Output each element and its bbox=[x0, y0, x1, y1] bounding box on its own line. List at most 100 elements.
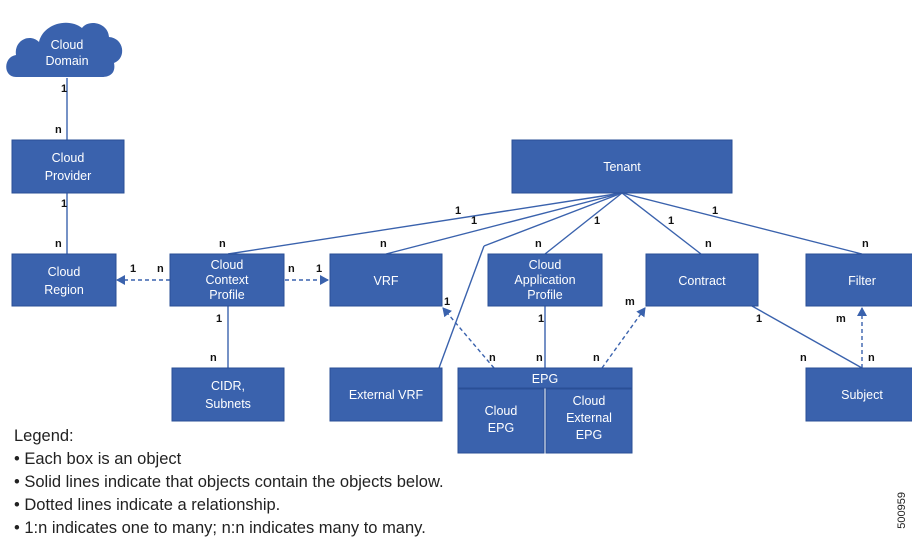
subject-node[interactable]: Subject bbox=[805, 367, 912, 422]
line-tenant-vrf bbox=[385, 192, 623, 255]
legend-item-2: • Solid lines indicate that objects cont… bbox=[14, 473, 444, 491]
svg-text:Profile: Profile bbox=[527, 288, 562, 302]
svg-text:Domain: Domain bbox=[45, 54, 88, 68]
contract-label: Contract bbox=[678, 274, 726, 288]
svg-text:Profile: Profile bbox=[209, 288, 244, 302]
cloud-external-epg-line-3: EPG bbox=[576, 428, 602, 442]
line-tenant-filter bbox=[621, 192, 863, 255]
card-context-1-bottom: 1 bbox=[216, 313, 222, 325]
cloud-application-profile-node[interactable]: Cloud Application Profile bbox=[487, 253, 603, 307]
card-provider-1: 1 bbox=[61, 198, 67, 210]
svg-text:Cloud: Cloud bbox=[52, 151, 85, 165]
legend-item-4: • 1:n indicates one to many; n:n indicat… bbox=[14, 519, 426, 537]
card-context-n-top: n bbox=[219, 238, 226, 250]
dashed-epg-contract bbox=[601, 307, 646, 369]
card-vrf-1-bottom: 1 bbox=[444, 296, 450, 308]
svg-text:Subnets: Subnets bbox=[205, 397, 251, 411]
app-profile-line-3: Profile bbox=[527, 288, 562, 302]
card-tenant-1-a: 1 bbox=[455, 205, 461, 217]
cloud-domain-line-2: Domain bbox=[45, 54, 88, 68]
card-contract-m: m bbox=[625, 296, 635, 308]
cloud-external-epg-line-2: External bbox=[566, 411, 612, 425]
svg-text:External: External bbox=[566, 411, 612, 425]
app-profile-line-1: Cloud bbox=[529, 258, 562, 272]
epg-node[interactable]: EPG Cloud EPG Cloud External EPG bbox=[457, 367, 633, 454]
svg-text:VRF: VRF bbox=[374, 274, 399, 288]
cloud-external-epg-line-1: Cloud bbox=[573, 394, 606, 408]
card-region-1: 1 bbox=[130, 263, 136, 275]
card-subject-n-contract: n bbox=[800, 352, 807, 364]
tenant-label: Tenant bbox=[603, 160, 641, 174]
cloud-provider-line-1: Cloud bbox=[52, 151, 85, 165]
app-profile-line-2: Application bbox=[514, 273, 575, 287]
card-domain-1: 1 bbox=[61, 83, 67, 95]
svg-text:Tenant: Tenant bbox=[603, 160, 641, 174]
cidr-line-1: CIDR, bbox=[211, 379, 245, 393]
card-contract-1-bottom: 1 bbox=[756, 313, 762, 325]
cloud-region-line-2: Region bbox=[44, 283, 84, 297]
svg-text:EPG: EPG bbox=[576, 428, 602, 442]
legend-item-3: • Dotted lines indicate a relationship. bbox=[14, 496, 281, 514]
epg-label: EPG bbox=[532, 372, 558, 386]
svg-text:Cloud: Cloud bbox=[211, 258, 244, 272]
cloud-provider-line-2: Provider bbox=[45, 169, 92, 183]
svg-text:CIDR,: CIDR, bbox=[211, 379, 245, 393]
svg-text:Region: Region bbox=[44, 283, 84, 297]
line-tenant-contract bbox=[621, 192, 702, 255]
contract-node[interactable]: Contract bbox=[645, 253, 759, 307]
tenant-node[interactable]: Tenant bbox=[511, 139, 733, 194]
figure-id: 500959 bbox=[896, 492, 908, 529]
card-tenant-1-c: 1 bbox=[594, 215, 600, 227]
cloud-domain-node[interactable]: Cloud Domain bbox=[6, 22, 123, 77]
svg-text:Context: Context bbox=[205, 273, 249, 287]
card-context-n-right: n bbox=[288, 263, 295, 275]
card-filter-m: m bbox=[836, 313, 846, 325]
cidr-line-2: Subnets bbox=[205, 397, 251, 411]
card-epg-n-vrf: n bbox=[489, 352, 496, 364]
svg-text:Cloud: Cloud bbox=[529, 258, 562, 272]
cloud-provider-node[interactable]: Cloud Provider bbox=[11, 139, 125, 194]
svg-text:Cloud: Cloud bbox=[573, 394, 606, 408]
cidr-subnets-node[interactable]: CIDR, Subnets bbox=[171, 367, 285, 422]
svg-text:Contract: Contract bbox=[678, 274, 726, 288]
svg-text:EPG: EPG bbox=[532, 372, 558, 386]
vrf-node[interactable]: VRF bbox=[329, 253, 443, 307]
filter-node[interactable]: Filter bbox=[805, 253, 912, 307]
cloud-domain-line-1: Cloud bbox=[51, 38, 84, 52]
legend: Legend: • Each box is an object • Solid … bbox=[14, 425, 444, 540]
cloud-epg-box[interactable] bbox=[457, 388, 545, 454]
line-external-vrf-riser bbox=[438, 245, 485, 369]
card-tenant-1-e: 1 bbox=[712, 205, 718, 217]
card-vrf-1-left: 1 bbox=[316, 263, 322, 275]
cloud-epg-line-2: EPG bbox=[488, 421, 514, 435]
context-profile-line-1: Cloud bbox=[211, 258, 244, 272]
svg-text:Subject: Subject bbox=[841, 388, 883, 402]
card-epg-n-contract: n bbox=[593, 352, 600, 364]
dashed-epg-vrf bbox=[442, 307, 495, 369]
vrf-label: VRF bbox=[374, 274, 399, 288]
card-region-n: n bbox=[55, 238, 62, 250]
cardinality-labels: 1 n 1 n 1 n n 1 n n n n n 1 1 1 1 1 1 1 … bbox=[55, 83, 875, 364]
svg-text:Cloud: Cloud bbox=[48, 265, 81, 279]
card-app-profile-n-top: n bbox=[535, 238, 542, 250]
card-contract-n-top: n bbox=[705, 238, 712, 250]
line-contract-subject bbox=[751, 305, 863, 369]
cloud-context-profile-node[interactable]: Cloud Context Profile bbox=[169, 253, 285, 307]
card-filter-n-top: n bbox=[862, 238, 869, 250]
context-profile-line-3: Profile bbox=[209, 288, 244, 302]
filter-label: Filter bbox=[848, 274, 876, 288]
external-vrf-label: External VRF bbox=[349, 388, 424, 402]
card-cidr-n: n bbox=[210, 352, 217, 364]
svg-text:Filter: Filter bbox=[848, 274, 876, 288]
external-vrf-node[interactable]: External VRF bbox=[329, 367, 443, 422]
cloud-external-epg-box[interactable] bbox=[545, 388, 633, 454]
line-tenant-app-profile bbox=[544, 192, 623, 255]
card-tenant-1-d: 1 bbox=[668, 215, 674, 227]
card-vrf-n-top: n bbox=[380, 238, 387, 250]
line-tenant-external-vrf bbox=[483, 192, 623, 247]
svg-text:EPG: EPG bbox=[488, 421, 514, 435]
card-epg-n-profile: n bbox=[536, 352, 543, 364]
cloud-region-node[interactable]: Cloud Region bbox=[11, 253, 117, 307]
line-tenant-context-profile bbox=[227, 192, 623, 255]
